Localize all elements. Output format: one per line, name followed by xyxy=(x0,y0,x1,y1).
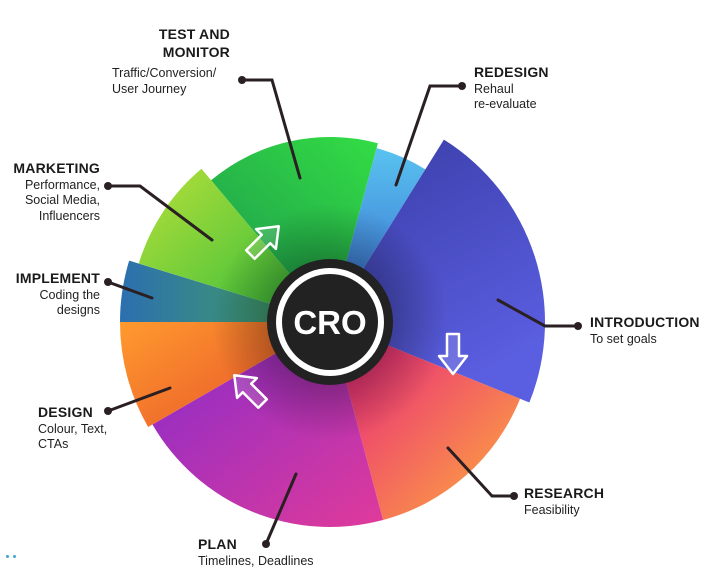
leader-dot-marketing xyxy=(104,182,112,190)
marketing-subtitle: Performance,Social Media,Influencers xyxy=(24,177,100,223)
leader-line-research xyxy=(446,446,516,498)
label-introduction: INTRODUCTION To set goals xyxy=(590,314,700,347)
leader-line-redesign xyxy=(394,84,464,187)
leader-dot-research xyxy=(510,492,518,500)
label-test-sub: Traffic/Conversion/User Journey xyxy=(112,66,216,97)
arrow-down-icon xyxy=(437,332,469,376)
label-marketing: MARKETING Performance,Social Media,Influ… xyxy=(13,160,100,224)
introduction-subtitle: To set goals xyxy=(590,331,657,346)
marketing-title: MARKETING xyxy=(13,160,100,176)
plan-title: PLAN xyxy=(198,536,237,552)
redesign-title: REDESIGN xyxy=(474,64,549,80)
plan-subtitle: Timelines, Deadlines xyxy=(198,553,314,568)
test-subtitle: Traffic/Conversion/User Journey xyxy=(112,66,217,96)
leader-line-implement xyxy=(106,280,154,300)
introduction-title: INTRODUCTION xyxy=(590,314,700,330)
leader-dot-introduction xyxy=(574,322,582,330)
research-subtitle: Feasibility xyxy=(524,502,580,517)
leader-line-plan xyxy=(264,472,298,546)
leader-dot-design xyxy=(104,407,112,415)
implement-title: IMPLEMENT xyxy=(15,270,100,286)
decorative-dots xyxy=(6,545,20,563)
research-title: RESEARCH xyxy=(524,485,605,501)
center-label: CRO xyxy=(293,304,366,341)
arrow-up-left-icon xyxy=(233,374,269,410)
leader-line-introduction xyxy=(496,298,580,328)
leader-dot-redesign xyxy=(458,82,466,90)
label-design: DESIGN Colour, Text,CTAs xyxy=(38,404,107,453)
label-research: RESEARCH Feasibility xyxy=(524,485,604,518)
label-plan: PLAN Timelines, Deadlines xyxy=(198,536,314,569)
design-subtitle: Colour, Text,CTAs xyxy=(38,421,108,452)
leader-dot-implement xyxy=(104,278,112,286)
leader-line-design xyxy=(106,386,172,413)
leader-line-test xyxy=(240,78,302,180)
leader-line-marketing xyxy=(106,184,214,242)
center-badge: CRO xyxy=(267,259,393,385)
leader-dot-plan xyxy=(262,540,270,548)
arrow-up-right-icon xyxy=(244,225,280,261)
leader-dot-test xyxy=(238,76,246,84)
design-title: DESIGN xyxy=(38,404,93,420)
